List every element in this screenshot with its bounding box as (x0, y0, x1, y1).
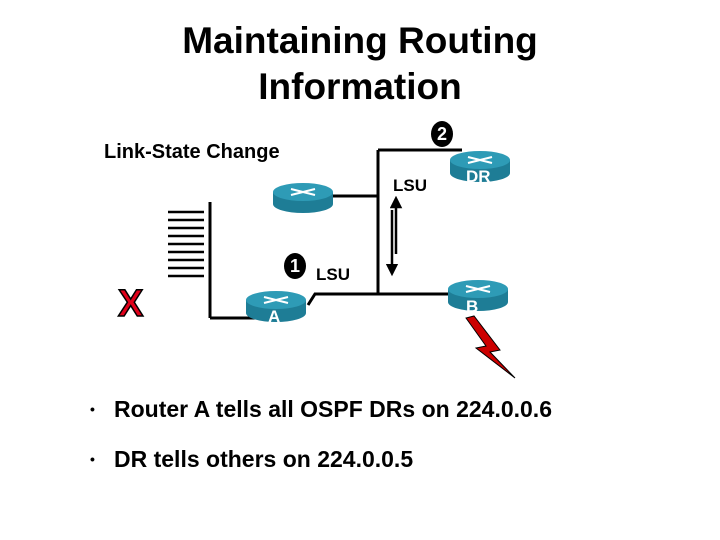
network-links (210, 148, 462, 320)
serial-link-bolt (465, 315, 516, 379)
bullet-icon: • (90, 451, 95, 467)
lsu-label-top: LSU (393, 176, 427, 195)
host-stack (168, 202, 212, 318)
slide-title: Maintaining Routing Information (0, 18, 720, 110)
bullet-item: • DR tells others on 224.0.0.5 (90, 445, 552, 473)
router-a-label: A (268, 307, 281, 326)
step-2-badge: 2 (431, 121, 453, 147)
bullet-text: DR tells others on 224.0.0.5 (114, 446, 414, 472)
title-line-1: Maintaining Routing (182, 20, 538, 61)
title-line-2: Information (258, 66, 462, 107)
link-failure-icon: X (117, 283, 144, 325)
link-state-change-label: Link-State Change (104, 141, 280, 163)
router-dr (450, 151, 510, 182)
router-b-label: B (466, 297, 479, 316)
router-a (246, 291, 306, 322)
step-1-badge: 1 (284, 253, 306, 279)
router-top-left (273, 183, 333, 213)
router-b (448, 280, 508, 311)
lsu-label-middle: LSU (316, 265, 350, 284)
bullet-text: Router A tells all OSPF DRs on 224.0.0.6 (114, 396, 552, 422)
bullet-list: • Router A tells all OSPF DRs on 224.0.0… (90, 395, 552, 473)
bullet-item: • Router A tells all OSPF DRs on 224.0.0… (90, 395, 552, 423)
router-dr-label: DR (466, 167, 491, 186)
bullet-icon: • (90, 401, 95, 417)
